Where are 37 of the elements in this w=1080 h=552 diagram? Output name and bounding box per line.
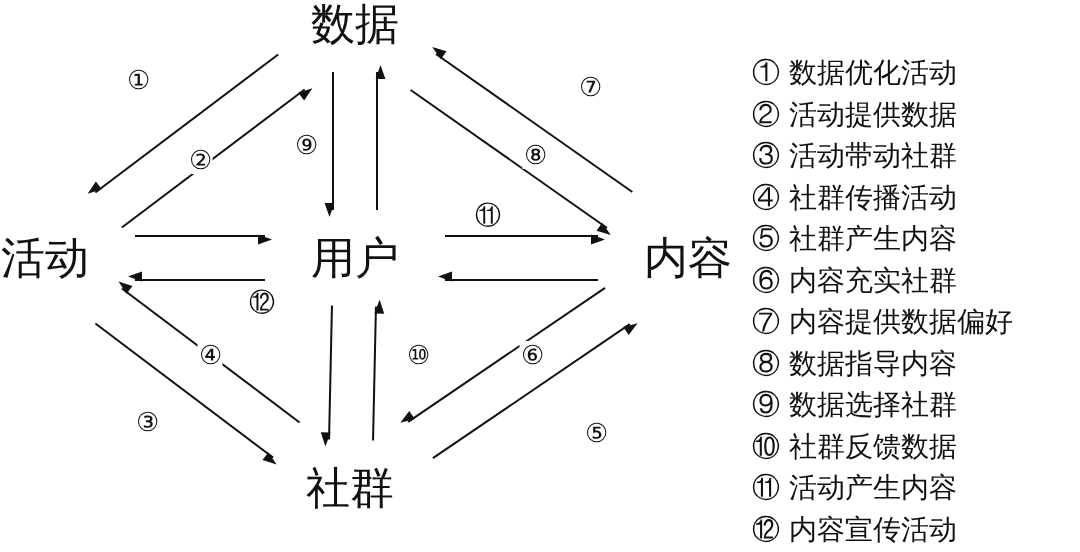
- arrow: [120, 88, 313, 229]
- edge-label: ⑧: [522, 141, 548, 169]
- arrow: [431, 323, 638, 460]
- node-label: 活动: [0, 232, 91, 284]
- key-entry: ⑧ 数据指导内容: [752, 346, 958, 381]
- arrow: [400, 286, 607, 423]
- key-entry: ⑩ 社群反馈数据: [752, 429, 958, 464]
- key-entry: ⑨ 数据选择社群: [752, 388, 958, 423]
- arrow: [432, 47, 634, 193]
- edge-label: ④: [197, 341, 223, 369]
- node-label: 社群: [304, 462, 396, 514]
- arrow: [324, 71, 335, 217]
- arrow: [438, 271, 599, 282]
- key-entry: ① 数据优化活动: [752, 56, 958, 91]
- edge-label: ⑪: [474, 201, 502, 229]
- arrow: [409, 89, 611, 235]
- arrow: [372, 299, 385, 442]
- node-label: 数据: [309, 0, 401, 50]
- arrow: [134, 234, 272, 245]
- key-entry: ⑫ 内容宣传活动: [752, 512, 958, 547]
- node-label: 用户: [309, 232, 401, 284]
- arrow: [128, 271, 266, 282]
- arrow: [320, 304, 333, 447]
- key-entry: ⑪ 活动产生内容: [752, 471, 958, 506]
- key-entry: ④ 社群传播活动: [752, 180, 958, 215]
- key-entry: ⑥ 内容充实社群: [752, 263, 958, 298]
- edge-label: ⑫: [248, 288, 276, 316]
- edge-label: ②: [187, 146, 213, 174]
- arrow: [87, 53, 280, 194]
- key-entry: ③ 活动带动社群: [752, 139, 958, 174]
- arrow: [375, 65, 386, 211]
- arrow: [94, 322, 277, 465]
- key-entry: ⑦ 内容提供数据偏好: [752, 305, 1013, 340]
- arrow: [444, 234, 605, 245]
- node-label: 内容: [642, 232, 734, 284]
- key-entry: ② 活动提供数据: [752, 97, 958, 132]
- key-entry: ⑤ 社群产生内容: [752, 222, 958, 257]
